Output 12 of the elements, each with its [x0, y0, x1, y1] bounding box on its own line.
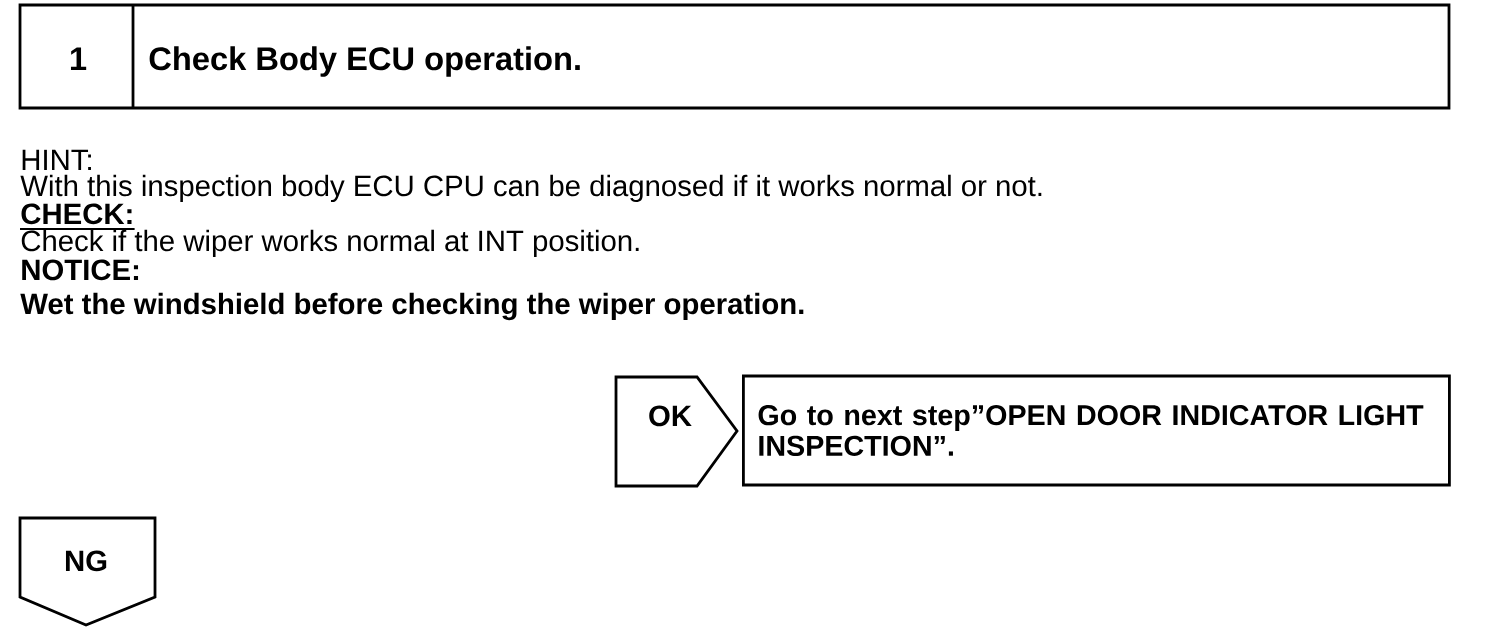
step-box [18, 3, 1451, 110]
notice-text: Wet the windshield before checking the wiper operation. [20, 292, 804, 321]
check-instruction: Check if the wiper works normal at INT position. [21, 229, 639, 258]
hint-heading: HINT: [22, 149, 91, 170]
hint-text: With this inspection body ECU CPU can be diagnosed if it works normal or not. [20, 174, 1042, 203]
step-number: 1 [71, 47, 87, 70]
action-box: Go to next step”OPEN DOOR INDICATOR LIGHT INSPECTION”. [742, 374, 1451, 487]
notice-heading: NOTICE: [22, 259, 139, 281]
check-heading: CHECK: [20, 203, 135, 231]
step-title: Check Body ECU operation. [149, 46, 580, 77]
chevron-tab: NG [18, 516, 157, 627]
chevron-tab: OK [614, 375, 739, 488]
